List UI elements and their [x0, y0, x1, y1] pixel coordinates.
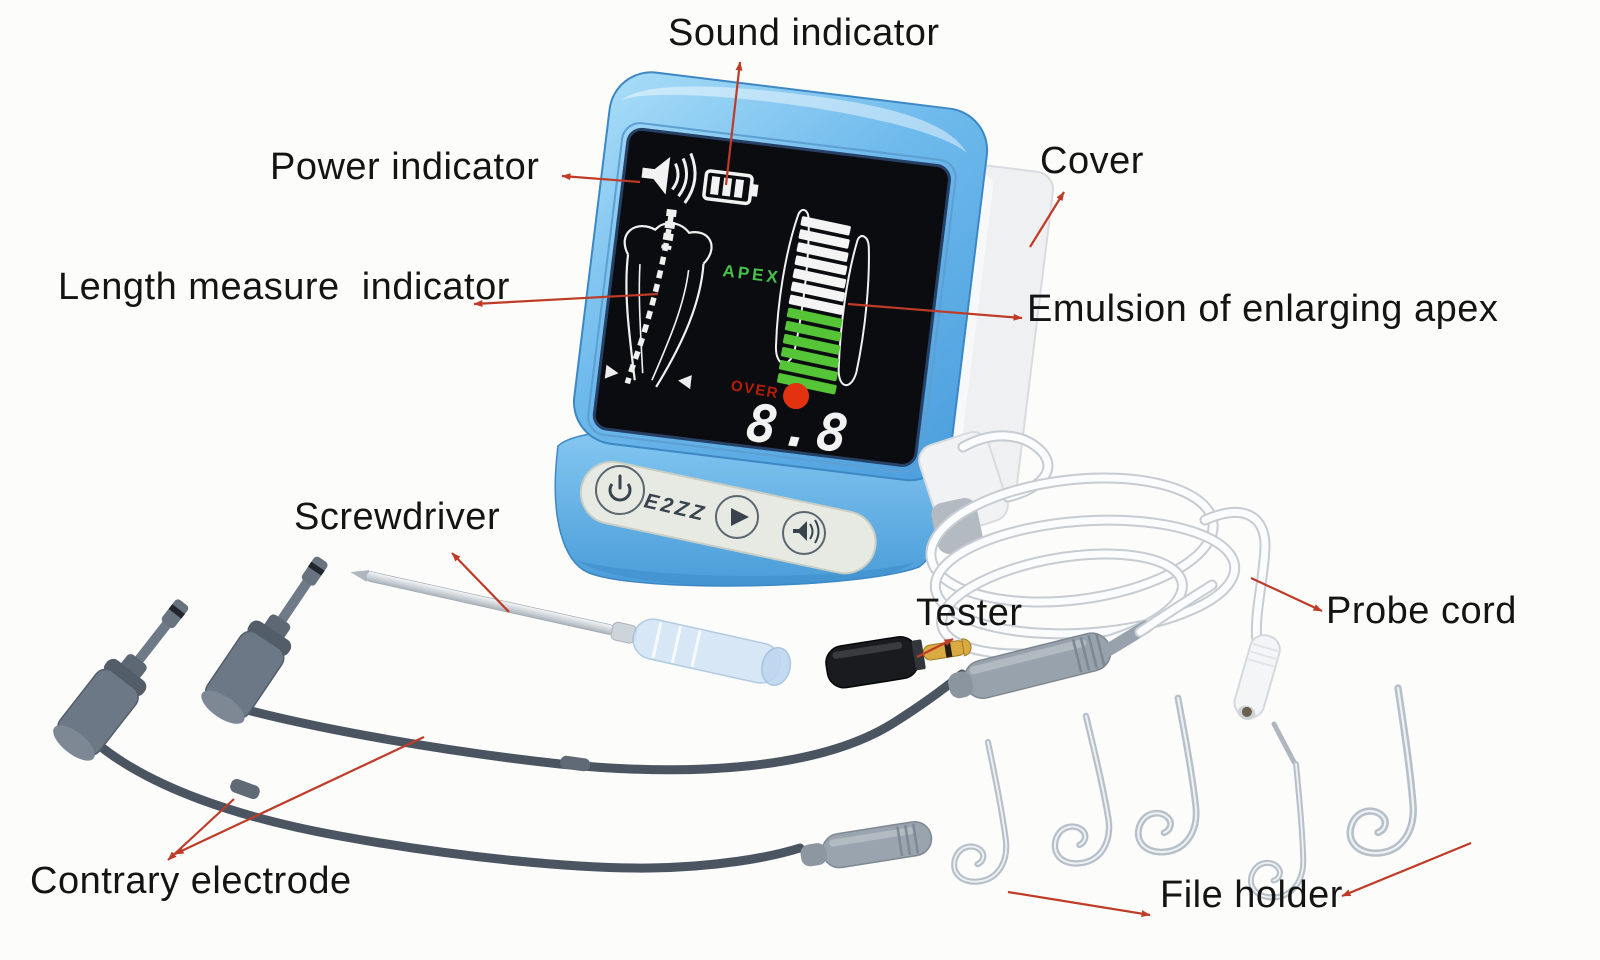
tester: [825, 636, 972, 689]
measure-cable: [227, 669, 967, 775]
file-holder: [1137, 696, 1206, 855]
electrode-cable: [90, 737, 805, 873]
electrode-connector: [800, 820, 933, 869]
arrow-emulsion: [847, 302, 1023, 321]
contrary-electrode-left: [53, 599, 189, 761]
probe-pin: [1271, 721, 1297, 765]
play-button: [715, 495, 759, 539]
device-monitor: APEX OVER 8.8: [572, 71, 989, 482]
arrow-length-measure: [473, 292, 659, 308]
label-file-holder: File holder: [1160, 874, 1343, 916]
label-probe-cord: Probe cord: [1326, 590, 1517, 632]
cable-sleeve: [560, 755, 591, 772]
play-icon: [731, 508, 749, 526]
volume-button: [782, 511, 826, 555]
power-button: [595, 465, 645, 515]
arrow-cover: [1029, 191, 1065, 248]
keypad: E2ZZ: [579, 460, 877, 575]
label-length-measure-indicator: Length measure indicator: [58, 266, 510, 308]
file-holder: [953, 740, 1013, 884]
probe-cord-connector: [948, 632, 1112, 699]
tooth-file-graphic: [604, 208, 713, 390]
callout-arrows: [167, 61, 1472, 918]
arrow-tester: [916, 638, 954, 658]
label-screwdriver: Screwdriver: [294, 496, 501, 538]
arrow-file-holder-left: [1007, 890, 1151, 918]
arrow-power-indicator: [561, 173, 641, 184]
label-contrary-electrode: Contrary electrode: [30, 860, 352, 902]
apex-bar-graph: [776, 216, 851, 395]
cable-sleeve: [230, 778, 260, 800]
file-holder: [1054, 715, 1113, 865]
label-cover: Cover: [1040, 140, 1144, 182]
label-power-indicator: Power indicator: [270, 146, 540, 188]
arrow-contrary-electrode-2: [167, 798, 235, 861]
power-icon: [608, 474, 632, 502]
arrow-contrary-electrode-1: [174, 736, 425, 855]
battery-icon: [702, 169, 759, 206]
depth-readout: 8.8: [743, 393, 855, 465]
arrow-screwdriver: [451, 552, 510, 613]
lcd-screen: APEX OVER 8.8: [592, 127, 951, 467]
screwdriver: [350, 570, 792, 687]
speaker-icon: [793, 519, 820, 544]
arrow-file-holder-right: [1341, 841, 1472, 898]
speaker-icon: [641, 152, 697, 204]
probe-tip-connector: [1233, 634, 1281, 721]
label-emulsion-of-enlarging-apex: Emulsion of enlarging apex: [1027, 288, 1499, 330]
label-sound-indicator: Sound indicator: [668, 12, 940, 54]
file-holder: [1348, 684, 1428, 857]
arrow-probe-cord: [1250, 577, 1323, 612]
contrary-electrode-right: [201, 556, 328, 724]
label-tester: Tester: [916, 592, 1023, 634]
arrow-sound-indicator: [724, 61, 743, 186]
over-dot: [783, 383, 810, 410]
